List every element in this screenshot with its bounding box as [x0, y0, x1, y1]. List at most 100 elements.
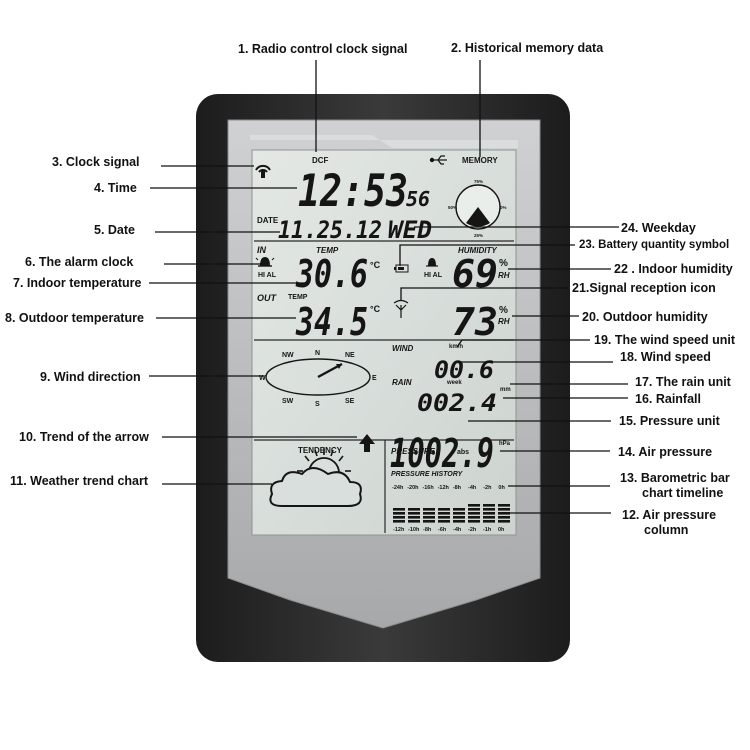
pressure-bar-segment — [498, 508, 510, 511]
label-clock-signal: 3. Clock signal — [52, 155, 140, 169]
label-air-pressure-column-line2: column — [644, 523, 689, 537]
label-rainfall: 16. Rainfall — [635, 392, 701, 406]
pressure-bar-segment — [468, 512, 480, 515]
pressure-bar-segment — [483, 508, 495, 511]
timeline-top-tick: -2h — [483, 485, 492, 491]
label-barometric-timeline-line1: 13. Barometric bar — [620, 471, 730, 485]
pressure-bar-segment — [423, 520, 435, 523]
gauge-pct-3: 25% — [474, 233, 483, 238]
hi-al-label-in: HI AL — [258, 272, 277, 279]
timeline-bottom-tick: -10h — [408, 527, 420, 533]
in-label: IN — [257, 245, 267, 255]
out-label: OUT — [257, 293, 278, 303]
pressure-bar-segment — [408, 512, 420, 515]
memory-label: MEMORY — [462, 156, 498, 165]
label-wind-speed: 18. Wind speed — [620, 350, 711, 364]
pct-unit-in: % — [499, 258, 508, 269]
seconds-display: 56 — [406, 187, 430, 211]
pressure-bar-segment — [483, 520, 495, 523]
label-weekday: 24. Weekday — [621, 221, 696, 235]
pressure-unit: hPa — [499, 441, 511, 447]
label-alarm-clock: 6. The alarm clock — [25, 255, 134, 269]
pressure-bar-segment — [408, 520, 420, 523]
wind-label: WIND — [392, 344, 414, 353]
pressure-bar-segment — [453, 516, 465, 519]
compass-n: N — [315, 350, 320, 357]
timeline-bottom-tick: -12h — [393, 527, 405, 533]
pressure-bar-segment — [438, 512, 450, 515]
wind-compass — [265, 358, 371, 396]
label-historical-memory-data: 2. Historical memory data — [451, 41, 604, 55]
label-signal-reception-icon: 21.Signal reception icon — [572, 281, 716, 295]
pressure-bars — [393, 504, 510, 523]
battery-icon — [394, 264, 409, 273]
pressure-bar-segment — [423, 512, 435, 515]
rain-unit: mm — [500, 387, 511, 393]
tendency-label: TENDENCY — [298, 446, 343, 455]
alarm-bell-icon — [255, 257, 275, 267]
pressure-bar-segment — [453, 520, 465, 523]
compass-s: S — [315, 401, 320, 408]
pressure-bar-segment — [483, 512, 495, 515]
label-outdoor-temperature: 8. Outdoor temperature — [5, 311, 144, 325]
timeline-top-tick: -12h — [438, 485, 450, 491]
temp-unit-out: °C — [370, 304, 381, 314]
pressure-bar-segment — [453, 512, 465, 515]
pressure-bar-segment — [498, 520, 510, 523]
hi-al-label-humidity: HI AL — [424, 272, 443, 279]
wind-unit: km/h — [449, 344, 463, 350]
lcd-dividers — [254, 240, 514, 533]
dcf-label: DCF — [312, 156, 329, 165]
date-display: 11.25.12 — [278, 216, 382, 244]
timeline-bottom-tick: -6h — [438, 527, 447, 533]
timeline-top-tick: -4h — [468, 485, 477, 491]
timeline-bottom-tick: -8h — [423, 527, 432, 533]
compass-sw: SW — [282, 398, 294, 405]
outdoor-humidity-display: 73 — [452, 300, 498, 344]
compass-e: E — [372, 375, 377, 382]
label-time: 4. Time — [94, 181, 137, 195]
pressure-bar-segment — [438, 508, 450, 511]
temp-label-in: TEMP — [316, 246, 339, 255]
label-outdoor-humidity: 20. Outdoor humidity — [582, 310, 708, 324]
rain-period: week — [446, 380, 462, 386]
pressure-bar-segment — [498, 504, 510, 507]
rh-unit-out: RH — [498, 317, 510, 326]
timeline-bottom-tick: 0h — [498, 527, 505, 533]
gauge-pct-2: 0% — [500, 205, 507, 210]
pct-unit-out: % — [499, 305, 508, 316]
timeline-top-tick: 0h — [498, 485, 505, 491]
label-weather-trend-chart: 11. Weather trend chart — [10, 474, 149, 488]
compass-w: W — [259, 375, 266, 382]
pressure-bar-segment — [408, 508, 420, 511]
pressure-bar-segment — [468, 520, 480, 523]
label-indoor-temperature: 7. Indoor temperature — [13, 276, 142, 290]
pressure-bar-segment — [468, 504, 480, 507]
label-rain-unit: 17. The rain unit — [635, 375, 731, 389]
humidity-label: HUMIDITY — [458, 246, 497, 255]
label-air-pressure: 14. Air pressure — [618, 445, 713, 459]
alarm-bell-icon-humidity — [426, 258, 438, 267]
leader-lines — [149, 60, 628, 514]
indoor-humidity-display: 69 — [452, 252, 498, 296]
timeline-top-tick: -24h — [392, 485, 404, 491]
pressure-mode: abs — [457, 449, 469, 456]
pressure-bar-segment — [483, 504, 495, 507]
timeline-bottom-tick: -4h — [453, 527, 462, 533]
temp-unit-in: °C — [370, 260, 381, 270]
pressure-bar-segment — [498, 512, 510, 515]
pressure-bar-segment — [393, 520, 405, 523]
indoor-temp-display: 30.6 — [295, 252, 368, 296]
pressure-display: 1002.9 — [390, 431, 494, 477]
pressure-bar-segment — [498, 516, 510, 519]
rain-label: RAIN — [392, 378, 412, 387]
pressure-label: PRESSURE — [391, 447, 436, 456]
pressure-bar-segment — [453, 508, 465, 511]
label-date: 5. Date — [94, 223, 135, 237]
pressure-bar-segment — [393, 516, 405, 519]
compass-ne: NE — [345, 352, 355, 359]
label-air-pressure-column-line1: 12. Air pressure — [622, 508, 717, 522]
gauge-pct-1: 50% — [448, 205, 457, 210]
